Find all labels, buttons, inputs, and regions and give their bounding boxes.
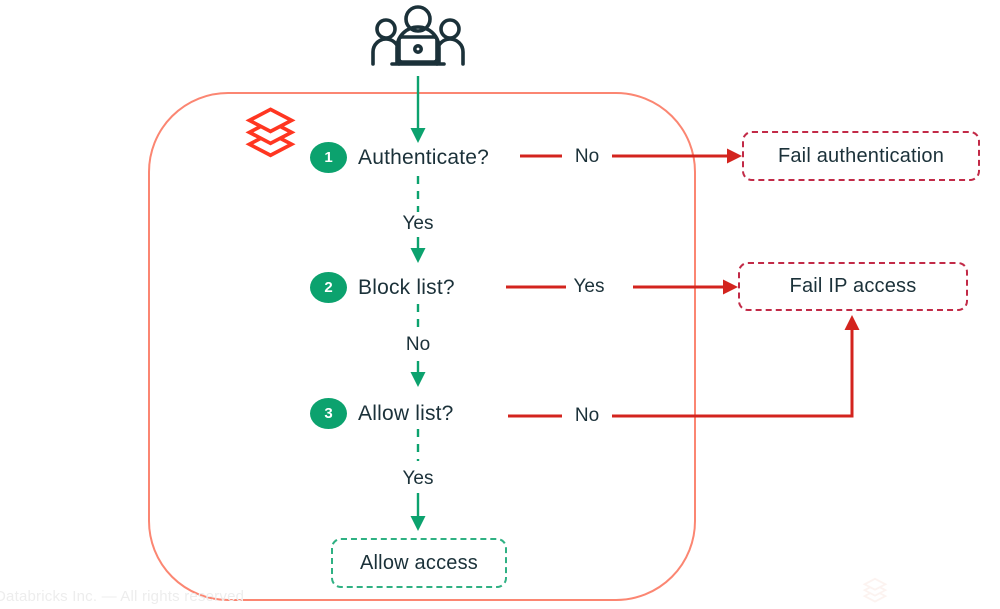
edge-label-step2-no: No xyxy=(402,334,434,356)
step-authenticate: 1 Authenticate? xyxy=(310,142,489,173)
step-2-badge: 2 xyxy=(310,272,347,303)
step-2-question: Block list? xyxy=(358,275,455,299)
footer-copyright: Databricks Inc. — All rights reserved xyxy=(0,588,245,605)
outcome-fail-ip-access: Fail IP access xyxy=(738,262,968,311)
databricks-logo xyxy=(243,105,298,172)
step-1-question: Authenticate? xyxy=(358,145,490,169)
edge-label-step1-no: No xyxy=(571,146,603,168)
edge-label-step3-yes: Yes xyxy=(399,468,437,490)
outcome-fail-authentication: Fail authentication xyxy=(742,131,980,181)
step-3-badge: 3 xyxy=(310,398,347,429)
databricks-logo-watermark xyxy=(849,577,901,609)
step-3-question: Allow list? xyxy=(358,401,454,425)
edge-label-step1-yes: Yes xyxy=(399,213,437,235)
edge-label-step2-yes: Yes xyxy=(570,276,608,298)
step-block-list: 2 Block list? xyxy=(310,272,455,303)
edge-label-step3-no: No xyxy=(571,405,603,427)
users-at-laptop-icon xyxy=(366,4,470,77)
step-1-badge: 1 xyxy=(310,142,347,173)
outcome-allow-access: Allow access xyxy=(331,538,507,588)
step-allow-list: 3 Allow list? xyxy=(310,398,454,429)
